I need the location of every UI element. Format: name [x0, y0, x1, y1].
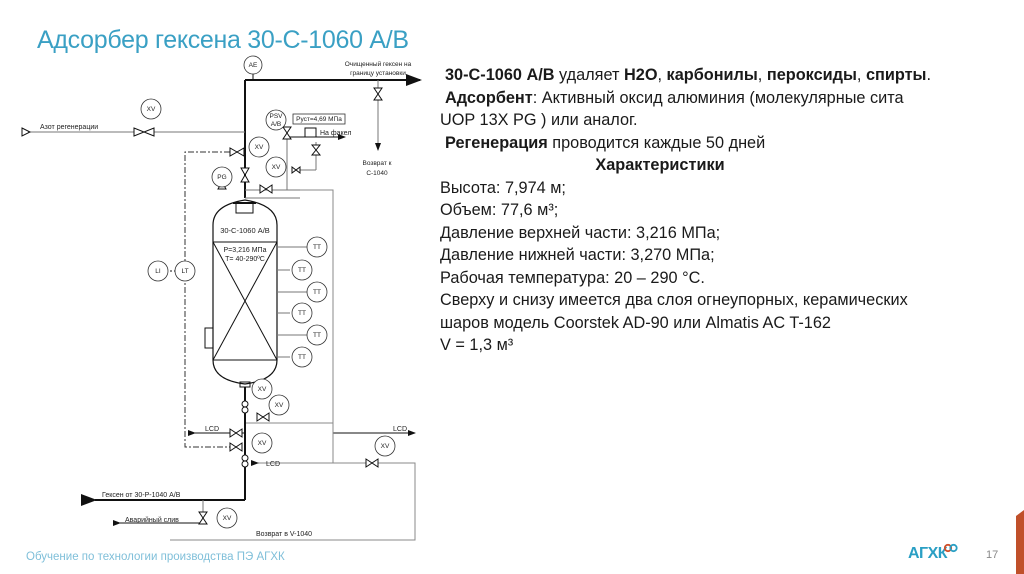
text: , [757, 66, 767, 84]
tt-label: TT [313, 332, 321, 339]
char-temperature: Рабочая температура: 20 – 290 °С. [440, 268, 705, 287]
psv-label: PSV [269, 113, 283, 120]
tt-label: TT [313, 289, 321, 296]
text: , [657, 66, 667, 84]
char-ceramic-balls: Сверху и снизу имеется два слоя огнеупор… [440, 291, 908, 309]
xv-label: XV [255, 144, 264, 151]
tt-label: TT [298, 354, 306, 361]
page-title: Адсорбер гексена 30-С-1060 А/В [37, 26, 409, 54]
carbonyls: карбонилы [666, 66, 758, 84]
text: удаляет [554, 66, 624, 84]
pid-diagram: AE XV PSV A/B XV XV PG LI LT TT TT TT TT… [21, 55, 422, 541]
stream-lcd: LCD [393, 426, 407, 433]
company-logo: АГХК [908, 545, 948, 562]
char-ceramic-model: шаров модель Coorstek AD-90 или Almatis … [440, 313, 831, 332]
stream-lcd: LCD [266, 461, 280, 468]
orange-accent-strip [1016, 510, 1024, 574]
xv-label: XV [258, 386, 267, 393]
characteristics-heading: Характеристики [440, 154, 880, 177]
xv-label: XV [272, 164, 281, 171]
xv-label: XV [147, 106, 156, 113]
psv-setpoint: Pуст=4,69 МПа [296, 116, 342, 123]
stream-hexene-from: Гексен от 30-Р-1040 А/В [102, 492, 181, 499]
xv-label: XV [223, 515, 232, 522]
adsorbent-text: : Активный оксид алюминия (молекулярные … [532, 88, 904, 107]
lt-label: LT [181, 268, 188, 275]
vessel-temp: T= 40-290ºC [225, 256, 265, 263]
tt-label: TT [298, 267, 306, 274]
page-number: 17 [986, 549, 999, 561]
regen-text: проводится каждые 50 дней [547, 133, 766, 152]
regen-label: Регенерация [445, 133, 548, 152]
tt-label: TT [298, 310, 306, 317]
tt-label: TT [313, 244, 321, 251]
footer-text: Обучение по технологии производства ПЭ А… [26, 551, 285, 563]
vessel-pressure: P=3,216 МПа [224, 247, 267, 254]
stream-return-c1040-2: С-1040 [366, 170, 388, 177]
stream-purified-hexene-2: границу установки [350, 70, 406, 77]
stream-emergency-drain: Аварийный слив [125, 516, 179, 524]
stream-return-c1040: Возврат к [362, 160, 391, 167]
stream-purified-hexene: Очищенный гексен на [345, 60, 412, 68]
vessel-tag: 30-С-1060 А/В [445, 66, 555, 84]
stream-lcd: LCD [205, 426, 219, 433]
xv-label: XV [381, 443, 390, 450]
peroxides: пероксиды [766, 66, 857, 84]
pg-label: PG [217, 174, 226, 181]
removal-line: 30-С-1060 А/В удаляет H2O, карбонилы, пе… [440, 64, 1024, 87]
char-top-pressure: Давление верхней части: 3,216 МПа; [440, 223, 721, 242]
stream-return-v1040: Возврат в V-1040 [256, 531, 312, 538]
xv-label: XV [275, 402, 284, 409]
logo-mark-icon [944, 543, 958, 553]
stream-nitrogen-regen: Азот регенерации [40, 124, 98, 131]
adsorbent-line-2: UOP 13X PG ) или аналог. [440, 111, 638, 129]
regen-line: Регенерация проводится каждые 50 дней [440, 132, 1024, 155]
heading-text: Характеристики [595, 156, 725, 174]
xv-label: XV [258, 440, 267, 447]
text: . [926, 66, 931, 84]
adsorbent-label: Адсорбент [445, 88, 533, 107]
char-volume: Объем: 77,6 м³; [440, 201, 559, 219]
stream-to-flare: На факел [320, 130, 351, 137]
valve-icon [133, 127, 146, 137]
li-label: LI [155, 268, 161, 275]
h2o: H2O [624, 66, 658, 84]
adsorbent-line: Адсорбент: Активный оксид алюминия (моле… [440, 87, 1024, 110]
char-height: Высота: 7,974 м; [440, 178, 566, 197]
vessel-label: 30-С-1060 А/В [220, 226, 270, 235]
description-panel: 30-С-1060 А/В удаляет H2O, карбонилы, пе… [440, 64, 1024, 357]
text: , [856, 66, 866, 84]
alcohols: спирты [865, 66, 927, 84]
ae-label: AE [249, 62, 258, 69]
char-ball-volume: V = 1,3 м³ [440, 336, 514, 354]
psv-label-2: A/B [271, 121, 281, 128]
ae-bubble [243, 55, 263, 75]
char-bottom-pressure: Давление нижней части: 3,270 МПа; [440, 246, 715, 264]
